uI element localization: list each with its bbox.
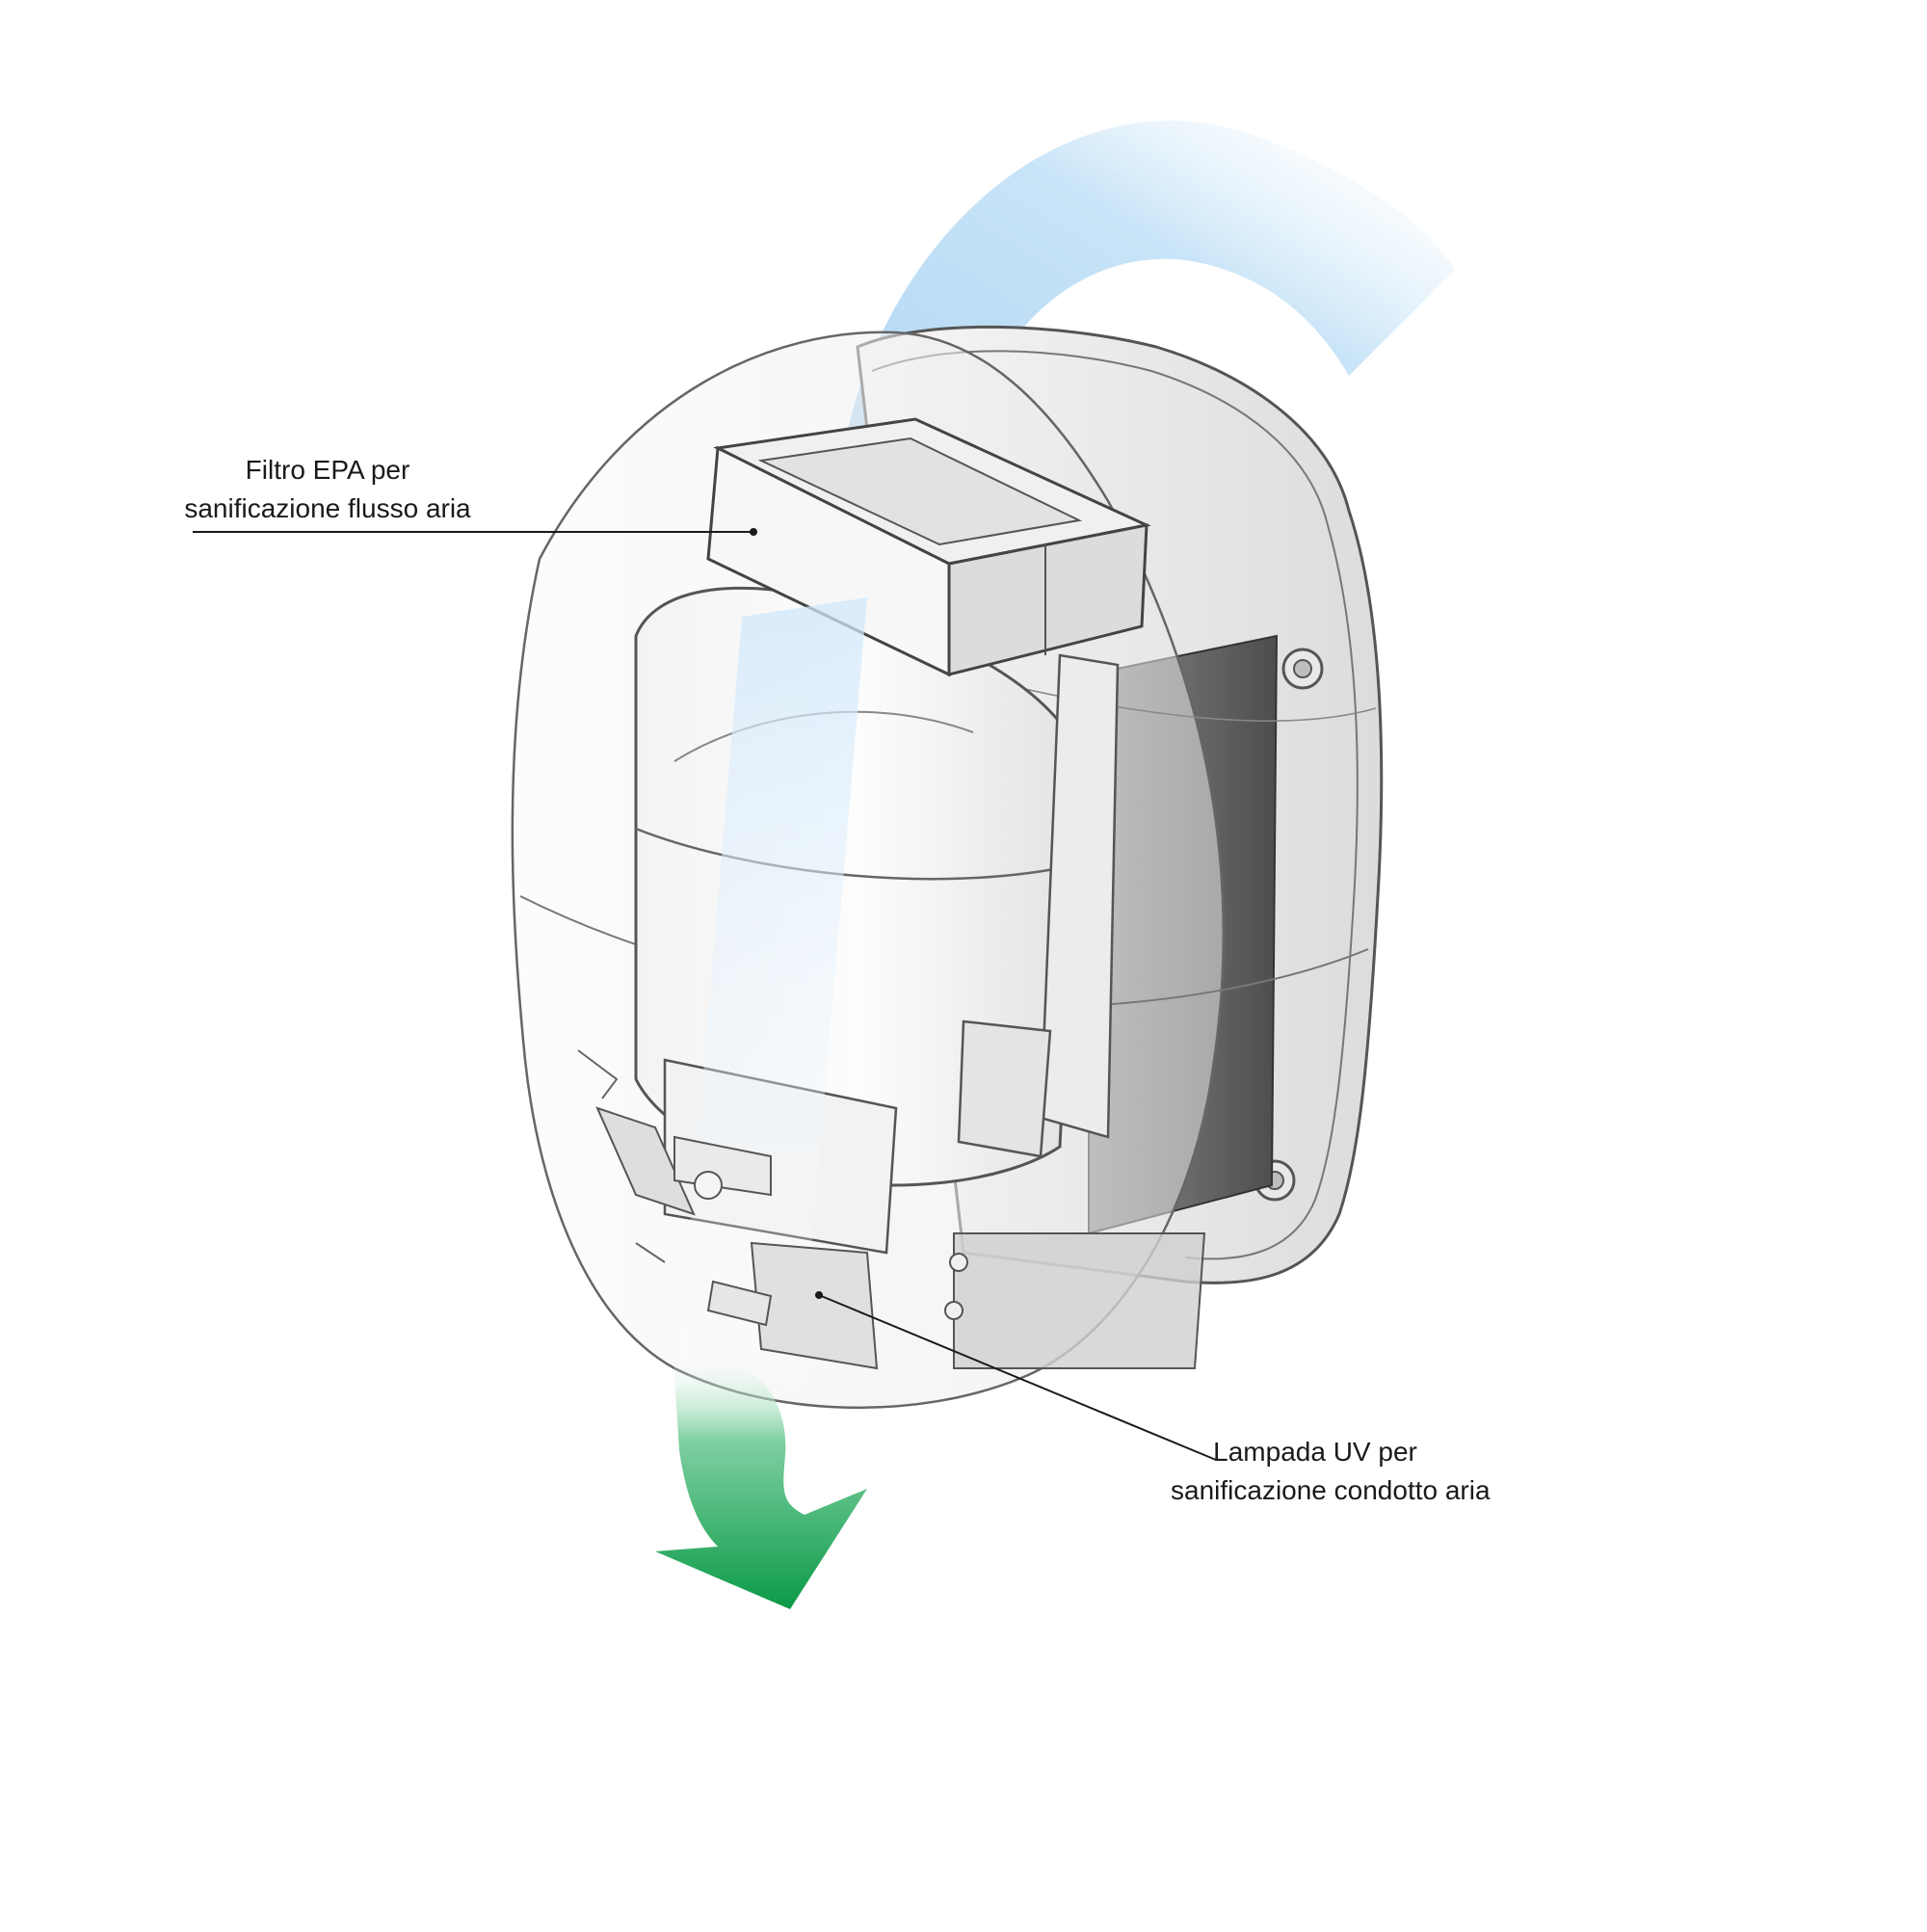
rear-plate-inner-edge xyxy=(871,350,1359,1260)
epa-filter xyxy=(706,417,1151,677)
nozzle-assembly xyxy=(577,1049,1206,1370)
shell-seam-line-2 xyxy=(963,674,1377,722)
callout-filter-label: Filtro EPA per sanificazione flusso aria xyxy=(183,451,472,528)
callout-uv-line1: Lampada UV per xyxy=(1213,1437,1417,1467)
side-bracket-block xyxy=(957,1019,1052,1158)
callout-filter-line1: Filtro EPA per xyxy=(245,455,410,485)
callout-uv-line2: sanificazione condotto aria xyxy=(1171,1475,1491,1505)
callout-uv-leader xyxy=(815,1291,1217,1461)
callout-filter-leader xyxy=(193,528,757,536)
airflow-in-arrow xyxy=(838,120,1455,501)
screw-hole-upper xyxy=(1281,648,1324,690)
airflow-out-arrow xyxy=(655,1349,867,1609)
internal-air-channel xyxy=(679,597,867,1388)
callout-uv-label: Lampada UV per sanificazione condotto ar… xyxy=(1171,1433,1491,1510)
callout-filter-line2: sanificazione flusso aria xyxy=(184,493,471,523)
side-bracket xyxy=(1039,653,1120,1139)
